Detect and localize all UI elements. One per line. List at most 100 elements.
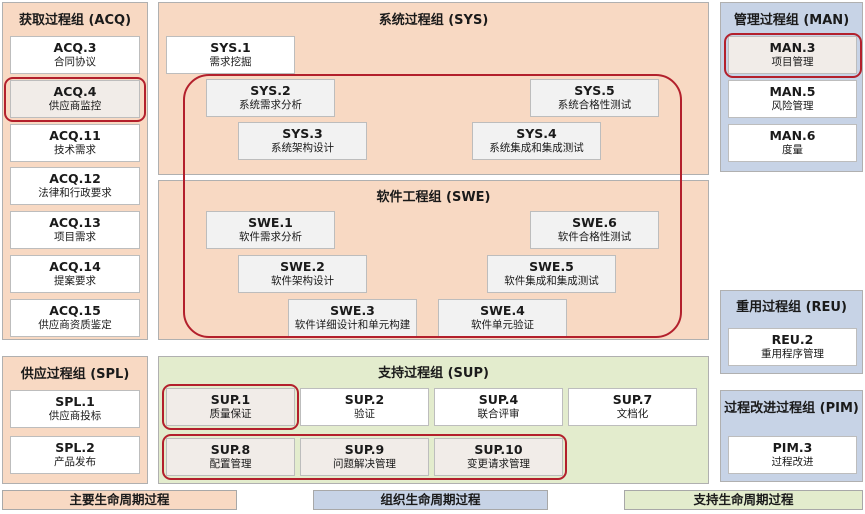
swe-2-code: SWE.2 bbox=[280, 259, 325, 274]
spl-2-name: 产品发布 bbox=[54, 456, 96, 468]
acq-3-name: 合同协议 bbox=[54, 56, 96, 68]
pim-3-name: 过程改进 bbox=[771, 456, 814, 468]
sup-2-box[interactable]: SUP.2 验证 bbox=[300, 388, 429, 426]
swe-4-box[interactable]: SWE.4 软件单元验证 bbox=[438, 299, 567, 337]
sys-2-code: SYS.2 bbox=[250, 83, 291, 98]
swe-1-box[interactable]: SWE.1 软件需求分析 bbox=[206, 211, 335, 249]
spl-2-code: SPL.2 bbox=[55, 440, 95, 455]
sup-9-name: 问题解决管理 bbox=[333, 458, 396, 470]
sup-1-name: 质量保证 bbox=[209, 408, 252, 420]
acq-4-highlight bbox=[4, 77, 146, 122]
spl-1-name: 供应商投标 bbox=[48, 410, 102, 422]
sup-9-code: SUP.9 bbox=[344, 442, 385, 457]
acq-15-code: ACQ.15 bbox=[49, 303, 101, 318]
sup-9-box[interactable]: SUP.9 问题解决管理 bbox=[300, 438, 429, 476]
swe-4-code: SWE.4 bbox=[480, 303, 525, 318]
sup-8-10-highlight bbox=[162, 434, 567, 480]
acq-12-code: ACQ.12 bbox=[49, 171, 101, 186]
acq-15-box[interactable]: ACQ.15 供应商资质鉴定 bbox=[10, 299, 140, 337]
sys-2-box[interactable]: SYS.2 系统需求分析 bbox=[206, 79, 335, 117]
swe-3-code: SWE.3 bbox=[330, 303, 375, 318]
reu-2-code: REU.2 bbox=[771, 332, 814, 347]
swe-1-code: SWE.1 bbox=[248, 215, 293, 230]
spl-1-code: SPL.1 bbox=[55, 394, 95, 409]
sys-1-box[interactable]: SYS.1 需求挖掘 bbox=[166, 36, 295, 74]
sup-10-box[interactable]: SUP.10 变更请求管理 bbox=[434, 438, 563, 476]
swe-5-box[interactable]: SWE.5 软件集成和集成测试 bbox=[487, 255, 616, 293]
sys-2-name: 系统需求分析 bbox=[239, 99, 302, 111]
sup-2-name: 验证 bbox=[354, 408, 375, 420]
sys-5-name: 系统合格性测试 bbox=[557, 99, 632, 111]
swe-3-box[interactable]: SWE.3 软件详细设计和单元构建 bbox=[288, 299, 417, 337]
sys-group-title: 系统过程组 (SYS) bbox=[378, 13, 489, 28]
sys-4-code: SYS.4 bbox=[516, 126, 557, 141]
sup-1-box[interactable]: SUP.1 质量保证 bbox=[166, 388, 295, 426]
reu-2-name: 重用程序管理 bbox=[761, 348, 824, 360]
sys-1-code: SYS.1 bbox=[210, 40, 251, 55]
sup-10-code: SUP.10 bbox=[474, 442, 523, 457]
acq-3-code: ACQ.3 bbox=[53, 40, 97, 55]
sup-group-title: 支持过程组 (SUP) bbox=[378, 366, 489, 381]
swe-2-name: 软件架构设计 bbox=[271, 275, 334, 287]
swe-group-title: 软件工程组 (SWE) bbox=[376, 190, 491, 205]
v-model-highlight bbox=[183, 74, 682, 338]
acq-13-name: 项目需求 bbox=[54, 231, 96, 243]
man-3-box[interactable]: MAN.3 项目管理 bbox=[728, 36, 857, 74]
acq-14-code: ACQ.14 bbox=[49, 259, 101, 274]
sup-7-box[interactable]: SUP.7 文档化 bbox=[568, 388, 697, 426]
sup-7-name: 文档化 bbox=[616, 408, 649, 420]
man-3-highlight bbox=[724, 33, 862, 78]
sup-8-box[interactable]: SUP.8 配置管理 bbox=[166, 438, 295, 476]
reu-group-title: 重用过程组 (REU) bbox=[736, 300, 847, 315]
swe-4-name: 软件单元验证 bbox=[471, 319, 534, 331]
acq-15-name: 供应商资质鉴定 bbox=[38, 319, 112, 331]
swe-2-box[interactable]: SWE.2 软件架构设计 bbox=[238, 255, 367, 293]
swe-6-box[interactable]: SWE.6 软件合格性测试 bbox=[530, 211, 659, 249]
sup-1-highlight bbox=[162, 384, 299, 430]
acq-12-box[interactable]: ACQ.12 法律和行政要求 bbox=[10, 167, 140, 205]
man-6-box[interactable]: MAN.6 度量 bbox=[728, 124, 857, 162]
legend-primary: 主要生命周期过程 bbox=[2, 490, 237, 510]
acq-4-code: ACQ.4 bbox=[53, 84, 97, 99]
spl-1-box[interactable]: SPL.1 供应商投标 bbox=[10, 390, 140, 428]
sup-7-code: SUP.7 bbox=[612, 392, 653, 407]
sys-3-name: 系统架构设计 bbox=[271, 142, 334, 154]
reu-2-box[interactable]: REU.2 重用程序管理 bbox=[728, 328, 857, 366]
pim-group-title: 过程改进过程组 (PIM) bbox=[724, 401, 859, 416]
acq-group-title: 获取过程组 (ACQ) bbox=[18, 13, 132, 28]
acq-13-box[interactable]: ACQ.13 项目需求 bbox=[10, 211, 140, 249]
acq-14-name: 提案要求 bbox=[54, 275, 96, 287]
man-5-box[interactable]: MAN.5 风险管理 bbox=[728, 80, 857, 118]
man-3-code: MAN.3 bbox=[769, 40, 816, 55]
man-group-title: 管理过程组 (MAN) bbox=[733, 13, 850, 28]
swe-6-code: SWE.6 bbox=[572, 215, 617, 230]
legend-organizational: 组织生命周期过程 bbox=[313, 490, 548, 510]
sys-4-name: 系统集成和集成测试 bbox=[489, 142, 584, 154]
swe-1-name: 软件需求分析 bbox=[239, 231, 302, 243]
swe-5-name: 软件集成和集成测试 bbox=[504, 275, 599, 287]
acq-11-name: 技术需求 bbox=[54, 144, 96, 156]
spl-2-box[interactable]: SPL.2 产品发布 bbox=[10, 436, 140, 474]
sup-8-name: 配置管理 bbox=[209, 458, 252, 470]
acq-11-box[interactable]: ACQ.11 技术需求 bbox=[10, 124, 140, 162]
acq-4-box[interactable]: ACQ.4 供应商监控 bbox=[10, 80, 140, 118]
sys-5-box[interactable]: SYS.5 系统合格性测试 bbox=[530, 79, 659, 117]
sup-1-code: SUP.1 bbox=[210, 392, 251, 407]
sup-4-name: 联合评审 bbox=[477, 408, 520, 420]
sys-4-box[interactable]: SYS.4 系统集成和集成测试 bbox=[472, 122, 601, 160]
sys-3-box[interactable]: SYS.3 系统架构设计 bbox=[238, 122, 367, 160]
sup-2-code: SUP.2 bbox=[344, 392, 385, 407]
pim-3-code: PIM.3 bbox=[772, 440, 813, 455]
sup-4-box[interactable]: SUP.4 联合评审 bbox=[434, 388, 563, 426]
acq-13-code: ACQ.13 bbox=[49, 215, 101, 230]
man-5-code: MAN.5 bbox=[769, 84, 816, 99]
acq-3-box[interactable]: ACQ.3 合同协议 bbox=[10, 36, 140, 74]
man-5-name: 风险管理 bbox=[771, 100, 814, 112]
sup-10-name: 变更请求管理 bbox=[467, 458, 530, 470]
sup-4-code: SUP.4 bbox=[478, 392, 519, 407]
sys-5-code: SYS.5 bbox=[574, 83, 615, 98]
acq-14-box[interactable]: ACQ.14 提案要求 bbox=[10, 255, 140, 293]
pim-3-box[interactable]: PIM.3 过程改进 bbox=[728, 436, 857, 474]
man-6-name: 度量 bbox=[782, 144, 803, 156]
sup-8-code: SUP.8 bbox=[210, 442, 251, 457]
